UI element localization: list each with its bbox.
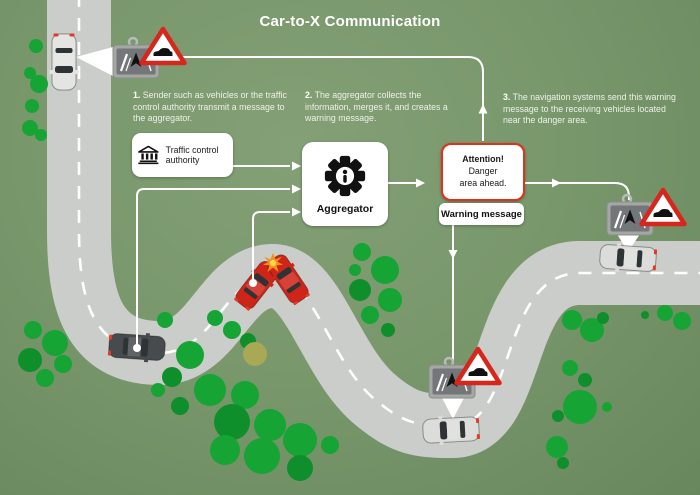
line-warning-to-top-left-display xyxy=(155,56,484,141)
collision-starburst-icon xyxy=(263,253,283,272)
step-1-text: 1. Sender such as vehicles or the traffi… xyxy=(133,90,299,125)
step-2-number: 2. xyxy=(305,90,313,100)
aggregator-node: Aggregator xyxy=(302,142,388,226)
line-sender-car-to-aggregator xyxy=(136,188,290,348)
receiver-car-top-left xyxy=(49,33,79,91)
line-crash-to-aggregator xyxy=(252,211,290,283)
aggregator-label: Aggregator xyxy=(316,203,374,215)
step-1-body: Sender such as vehicles or the traffic c… xyxy=(133,90,287,124)
traffic-control-authority-label: Traffic control authority xyxy=(165,144,219,166)
flow-arrowheads xyxy=(292,104,561,259)
step-2-text: 2. The aggregator collects the informati… xyxy=(305,90,453,125)
step-1-number: 1. xyxy=(133,90,141,100)
bushes xyxy=(18,39,691,481)
warning-line-2: Danger xyxy=(468,166,498,176)
step-2-body: The aggregator collects the information,… xyxy=(305,90,448,124)
step-3-text: 3. The navigation systems send this warn… xyxy=(503,92,681,127)
traffic-control-authority-node: Traffic control authority xyxy=(132,133,233,177)
warning-title: Attention! xyxy=(462,154,504,164)
step-3-number: 3. xyxy=(503,92,511,102)
warning-message-caption: Warning message xyxy=(439,203,524,225)
receiver-car-bottom xyxy=(421,413,481,447)
warning-message-node: Attention! Danger area ahead. xyxy=(441,143,525,201)
callout-right xyxy=(617,234,640,252)
step-3-body: The navigation systems send this warning… xyxy=(503,92,676,126)
warning-line-3: area ahead. xyxy=(459,178,507,188)
page-title: Car-to-X Communication xyxy=(259,13,441,30)
bank-icon xyxy=(138,145,159,165)
line-origin-dots xyxy=(133,279,257,352)
callout-wedges xyxy=(76,47,640,419)
callout-bottom xyxy=(441,396,465,419)
gear-info-icon xyxy=(324,155,366,197)
line-warning-to-right-display xyxy=(525,182,630,200)
callout-top-left xyxy=(76,47,113,76)
